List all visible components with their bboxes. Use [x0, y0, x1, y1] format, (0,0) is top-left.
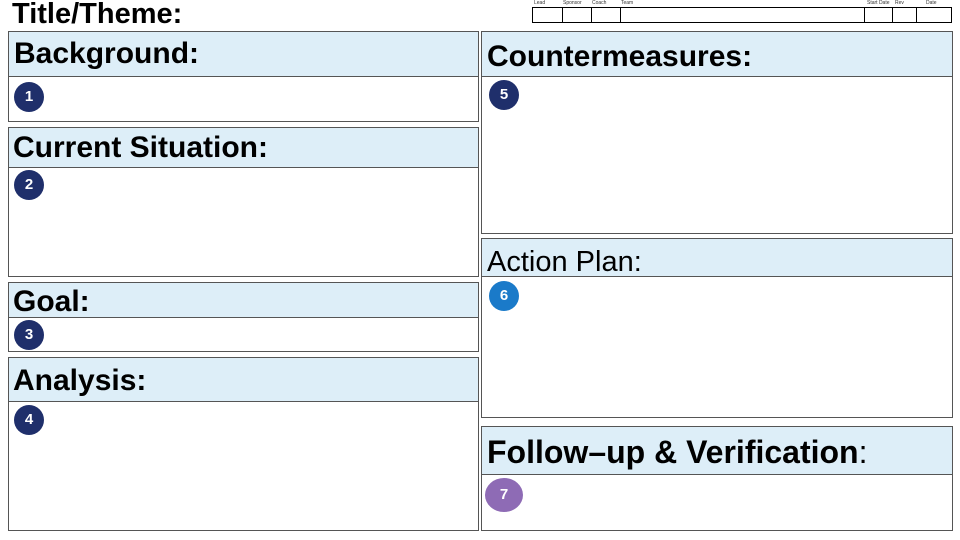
current-situation-panel[interactable]: Current Situation: 2 [8, 127, 479, 277]
header-label-rev: Rev [895, 0, 904, 6]
countermeasures-panel[interactable]: Countermeasures: 5 [481, 31, 953, 234]
step-6-badge: 6 [489, 281, 519, 311]
action-plan-panel[interactable]: Action Plan: 6 [481, 238, 953, 418]
header-label-team: Team [621, 0, 634, 6]
step-3-badge: 3 [14, 320, 44, 350]
step-1-badge: 1 [14, 82, 44, 112]
step-7-badge: 7 [485, 478, 523, 512]
analysis-heading: Analysis: [9, 358, 478, 402]
action-plan-heading: Action Plan: [482, 239, 952, 277]
header-field-coach[interactable] [591, 8, 620, 22]
follow-up-heading: Follow–up & Verification: [482, 427, 952, 475]
header-info-table [532, 7, 952, 23]
page-title: Title/Theme: [12, 0, 183, 30]
header-label-coach: Coach [592, 0, 607, 6]
current-situation-heading: Current Situation: [9, 128, 478, 168]
header-label-sponsor: Sponsor [563, 0, 582, 6]
header-label-lead: Lead [534, 0, 546, 6]
follow-up-colon: : [858, 434, 868, 470]
header-field-rev[interactable] [892, 8, 916, 22]
analysis-panel[interactable]: Analysis: 4 [8, 357, 479, 531]
step-2-badge: 2 [14, 170, 44, 200]
follow-up-panel[interactable]: Follow–up & Verification: 7 [481, 426, 953, 531]
action-plan-label: Action Plan [487, 246, 634, 277]
background-heading: Background: [9, 32, 478, 77]
step-4-badge: 4 [14, 405, 44, 435]
header-label-date: Date [926, 0, 937, 6]
header-field-team[interactable] [620, 8, 864, 22]
header-field-sponsor[interactable] [562, 8, 591, 22]
step-5-badge: 5 [489, 80, 519, 110]
goal-heading: Goal: [9, 283, 478, 318]
background-panel[interactable]: Background: 1 [8, 31, 479, 122]
countermeasures-heading: Countermeasures: [482, 32, 952, 77]
header-field-date[interactable] [916, 8, 951, 22]
header-field-start-date[interactable] [864, 8, 892, 22]
header-label-start-date: Start Date [867, 0, 890, 6]
goal-panel[interactable]: Goal: 3 [8, 282, 479, 352]
follow-up-label: Follow–up & Verification [487, 434, 859, 470]
action-plan-colon: : [633, 246, 642, 277]
